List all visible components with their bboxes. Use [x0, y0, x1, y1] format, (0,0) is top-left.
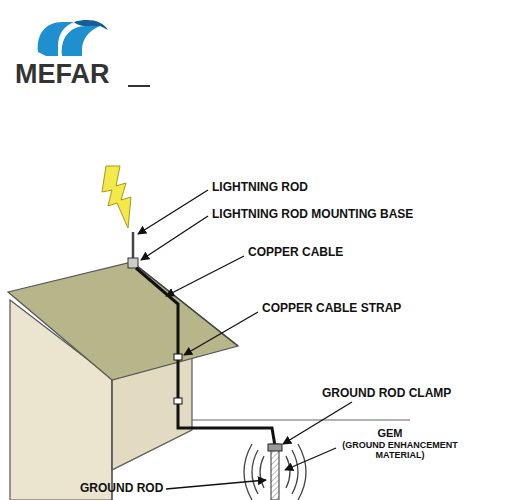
part-label: LIGHTNING ROD MOUNTING BASE — [212, 208, 413, 221]
part-label: GROUND ROD — [80, 482, 163, 495]
part-label: GROUND ROD CLAMP — [322, 387, 451, 400]
cable-strap — [174, 354, 182, 360]
ground-rod-clamp — [268, 444, 282, 451]
copper-cable — [136, 268, 275, 446]
logo-text: MEFAR — [15, 60, 110, 90]
ground-rod — [271, 444, 279, 500]
ground-line — [192, 419, 410, 420]
part-label: COPPER CABLE STRAP — [262, 302, 401, 315]
rod-mounting-base — [128, 258, 138, 268]
roof — [8, 262, 238, 380]
cable-strap — [174, 398, 182, 404]
part-label: LIGHTNING ROD — [212, 181, 308, 194]
lightning-bolt — [102, 166, 131, 228]
part-label: GEM — [340, 427, 440, 439]
part-label: (GROUND ENHANCEMENT MATERIAL) — [340, 441, 460, 461]
leader-arrows — [138, 190, 352, 489]
gem-waves — [244, 444, 306, 500]
part-label: COPPER CABLE — [248, 246, 343, 259]
